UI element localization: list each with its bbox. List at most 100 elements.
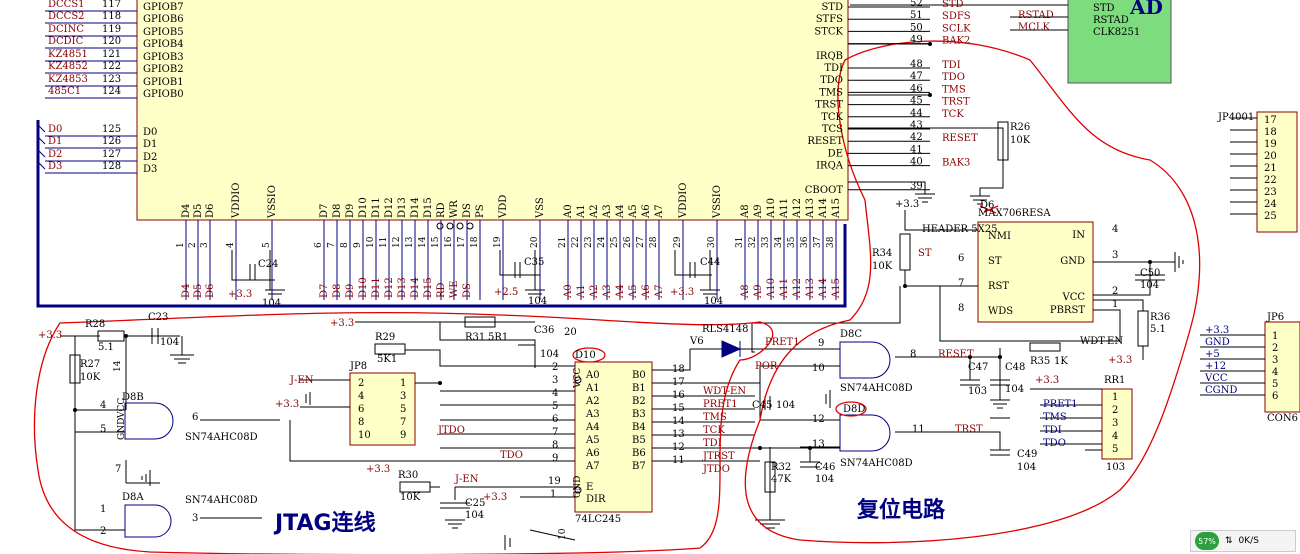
d8d-part: SN74AHC08D <box>840 458 913 469</box>
jp4001-pin: 20 <box>1264 151 1277 162</box>
main-left-pin-name: GPIOB6 <box>143 14 184 25</box>
main-left-net: D1 <box>48 136 62 147</box>
main-left-pin-name: GPIOB4 <box>143 39 184 50</box>
main-bottom-pin-name: D4 <box>181 204 192 218</box>
main-bottom-net: D8 <box>332 284 343 298</box>
main-bottom-net: D14 <box>410 277 421 298</box>
r29-body <box>374 343 406 355</box>
d8b-pin: 4 <box>100 400 106 411</box>
main-right-pin-name: TCS <box>822 124 843 135</box>
buffer-b-pin-name: B2 <box>632 396 646 407</box>
main-bottom-pin-number: 32 <box>748 237 758 248</box>
main-bottom-net: A6 <box>641 284 652 299</box>
r36-ref: R36 <box>1150 312 1170 323</box>
main-bottom-pin-number: 7 <box>327 242 337 248</box>
r30-body <box>399 481 431 493</box>
rr1-net: TDI <box>1043 425 1062 436</box>
d8d-ref: D8D <box>843 404 865 415</box>
main-right-pin-name: STFS <box>816 14 843 25</box>
d8c-pin: 10 <box>812 363 825 374</box>
d8d-pin: 13 <box>812 439 825 450</box>
gate-d8d <box>839 414 891 452</box>
d8c-part: SN74AHC08D <box>840 383 913 394</box>
r28-ref: R28 <box>85 319 105 330</box>
buffer-b-wires <box>652 349 840 462</box>
jtag-wires <box>60 321 576 541</box>
main-right-net: TDO <box>942 72 965 83</box>
main-bottom-pin-name: A6 <box>641 204 652 219</box>
main-bottom-pin-number: 26 <box>623 236 633 248</box>
jtag-region-outline <box>33 311 774 554</box>
main-bottom-pin-name: WR <box>449 200 460 218</box>
header-label: HEADER 5X25 <box>922 224 997 235</box>
d6-right-pin-name: VCC <box>1061 292 1085 303</box>
jp4001-pin: 25 <box>1264 211 1277 222</box>
main-bottom-pin-number: 13 <box>405 236 415 248</box>
buffer-b-pin-number: 15 <box>672 403 685 414</box>
buffer-a-pin-number: 3 <box>552 375 558 386</box>
net-trst: TRST <box>955 424 983 435</box>
r26-wire <box>848 127 1004 196</box>
main-left-pin-number: 120 <box>102 36 121 47</box>
rr1-net: TMS <box>1043 412 1067 423</box>
main-right-pin-name: STCK <box>814 26 843 37</box>
rr1-pin: 3 <box>1112 418 1118 429</box>
d6-left-pin-number: 7 <box>958 278 964 289</box>
net-pret1: PRET1 <box>765 337 800 348</box>
main-bottom-pin-number: 28 <box>649 236 659 248</box>
main-bottom-pin-name: A15 <box>831 198 842 219</box>
main-left-pin-name: GPIOB2 <box>143 64 184 75</box>
main-bottom-pin-name: PS <box>475 204 486 218</box>
main-bottom-pin-number: 2 <box>188 242 198 248</box>
d6-right-pin-name: IN <box>1072 230 1085 241</box>
r31-value: 5R1 <box>488 332 508 343</box>
main-left-net: KZ4851 <box>48 49 88 60</box>
buffer-a-pin-number: 6 <box>552 414 558 425</box>
ad-net-label: MCLK <box>1018 22 1051 33</box>
main-bottom-net: D9 <box>345 284 356 298</box>
d8c-pin: 8 <box>910 349 916 360</box>
main-bottom-pin-number: 30 <box>707 236 717 248</box>
buffer-b-pin-number: 18 <box>672 364 685 375</box>
main-left-pin-number: 127 <box>102 149 121 160</box>
cap-ref: C35 <box>524 257 544 268</box>
cap-rail: +2.5 <box>494 287 518 298</box>
main-bottom-pin-number: 25 <box>610 236 620 248</box>
r32-value: 47K <box>771 474 792 485</box>
main-chip-body <box>136 0 849 221</box>
jp6-pin: 4 <box>1272 367 1278 378</box>
r26-body <box>997 121 1009 161</box>
main-left-pin-name: D1 <box>143 139 157 150</box>
buffer-gnd-pin: 10 <box>558 528 568 540</box>
d8a-pin: 3 <box>192 513 198 524</box>
main-bottom-pin-name: VSS <box>535 197 546 219</box>
d8b-pin: 6 <box>192 412 198 423</box>
main-bottom-pin-name: VDDIO <box>678 183 689 219</box>
main-bottom-pin-number: 34 <box>774 236 784 248</box>
main-right-pin-number: 41 <box>910 144 923 155</box>
buffer-vcc-label: VCC <box>573 368 583 389</box>
main-bottom-pin-name: D12 <box>384 197 395 218</box>
rail-label: +3.3 <box>483 492 507 503</box>
main-right-net: TCK <box>942 109 964 120</box>
rr1-pin: 5 <box>1112 444 1118 455</box>
ad-pin-name: RSTAD <box>1093 15 1129 26</box>
jp6-pin: 5 <box>1272 379 1278 390</box>
d6-left-pin-name: NMI <box>988 231 1011 242</box>
main-right-pin-number: 45 <box>910 96 923 107</box>
cap-ref: C44 <box>700 257 720 268</box>
main-right-net: TDI <box>942 60 961 71</box>
rr1-net: TDO <box>1043 438 1066 449</box>
d6-left-pin-number: 6 <box>958 253 964 264</box>
main-bottom-pin-name: D10 <box>358 197 369 218</box>
c25-ref: C25 <box>465 498 485 509</box>
d6-right-pin-name: PBRST <box>1050 305 1085 316</box>
r31-body <box>464 316 496 328</box>
main-right-net: TRST <box>942 97 970 108</box>
rr1-pin: 2 <box>1112 405 1118 416</box>
buffer-b-pin-number: 12 <box>672 442 685 453</box>
main-bottom-net: D12 <box>384 277 395 298</box>
r35-body <box>1029 342 1061 352</box>
r36-value: 5.1 <box>1150 324 1166 335</box>
rr1-body <box>1101 388 1133 460</box>
